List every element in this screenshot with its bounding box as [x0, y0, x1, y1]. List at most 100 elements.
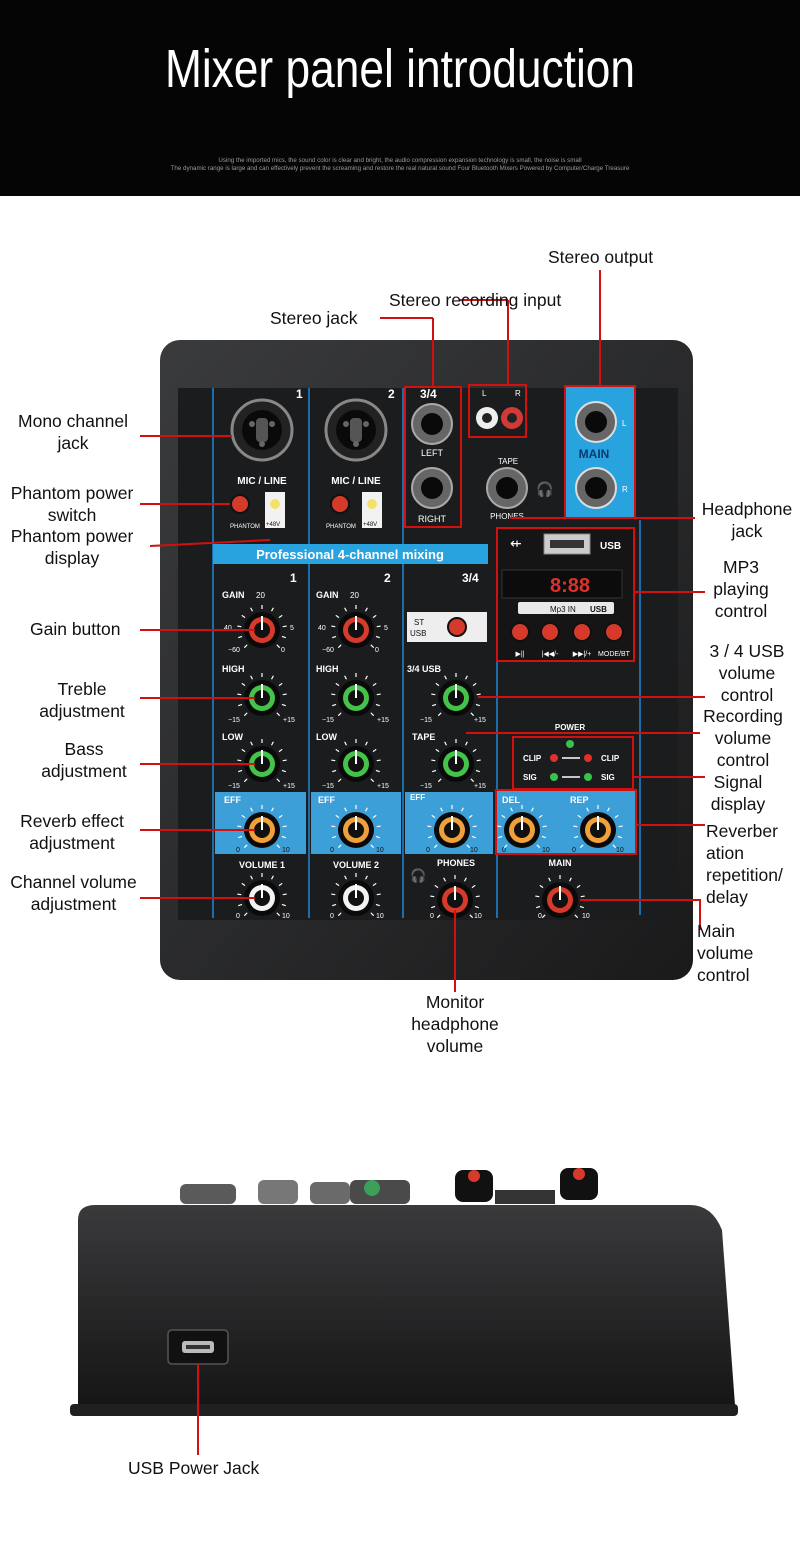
callout-mono-channel-jack: Mono channel jack — [18, 411, 128, 453]
rca-jack-left[interactable] — [476, 407, 498, 429]
xlr-jack-2[interactable] — [324, 398, 388, 462]
header-banner: Mixer panel introduction Using the impor… — [0, 0, 800, 196]
del-knob[interactable] — [497, 805, 547, 849]
mp3-next-button[interactable] — [572, 622, 592, 642]
rep-label: REP — [570, 795, 589, 805]
power-led — [566, 740, 574, 748]
low-label-2: LOW — [316, 732, 337, 742]
callout-mp3-playing-control: MP3 playing control — [713, 557, 769, 621]
rca-box — [468, 384, 527, 438]
rca-jack-right[interactable] — [501, 407, 523, 429]
phones-jack-label: PHONES — [490, 512, 524, 521]
high-tick-neg-1: −15 — [228, 717, 240, 724]
low-tick-neg-2: −15 — [322, 783, 334, 790]
del-label: DEL — [502, 795, 521, 805]
eff-tick-10-1: 10 — [282, 847, 290, 854]
phantom-label-2: PHANTOM — [326, 524, 356, 530]
channel-2-number: 2 — [388, 387, 395, 401]
play-pause-label: ▶|| — [515, 651, 524, 658]
phantom-label-1: PHANTOM — [230, 524, 260, 530]
phantom-led-1 — [265, 492, 285, 528]
strip-34-number: 3/4 — [462, 571, 479, 585]
mic-line-label-2: MIC / LINE — [331, 476, 381, 487]
volume-knob-2[interactable] — [331, 873, 381, 917]
phantom-switch-1[interactable] — [230, 494, 250, 514]
title-band — [213, 544, 488, 564]
gain-tick-0-2: 0 — [375, 647, 379, 654]
banner-subtitle-1: Using the imported mics, the sound color… — [218, 157, 582, 164]
tape-tick-neg: −15 — [420, 783, 432, 790]
mp3-prev-button[interactable] — [540, 622, 560, 642]
phones-volume-knob[interactable] — [430, 875, 480, 919]
banner-subtitle-2: The dynamic range is large and can effec… — [170, 165, 630, 172]
clip-led-right — [584, 754, 592, 762]
gain-label-2: GAIN — [316, 590, 339, 600]
xlr-jack-1[interactable] — [230, 398, 294, 462]
top-connectors — [180, 1168, 598, 1204]
vol-tick-10-1: 10 — [282, 913, 290, 920]
low-tick-pos-1: +15 — [283, 783, 295, 790]
eff-tick-0-3: 0 — [426, 847, 430, 854]
usb34-volume-knob[interactable] — [431, 673, 481, 717]
main-tick-10: 10 — [582, 913, 590, 920]
eff-send-knob[interactable] — [427, 805, 477, 849]
low-tick-pos-2: +15 — [377, 783, 389, 790]
callout-stereo-jack: Stereo jack — [270, 308, 358, 328]
high-tick-neg-2: −15 — [322, 717, 334, 724]
gain-knob-2[interactable] — [331, 605, 381, 649]
monitor-headphone-icon: 🎧 — [410, 868, 426, 883]
callout-lines — [140, 270, 705, 992]
low-knob-2[interactable] — [331, 739, 381, 783]
rear-body — [78, 1205, 736, 1412]
del-tick-10: 10 — [542, 847, 550, 854]
callout-headphone-jack: Headphone jack — [701, 499, 793, 541]
left-label: LEFT — [421, 448, 444, 458]
mp3-mode-button[interactable] — [604, 622, 624, 642]
channel-1-number: 1 — [296, 387, 303, 401]
high-label-2: HIGH — [316, 664, 339, 674]
phantom-switch-2[interactable] — [330, 494, 350, 514]
low-label-1: LOW — [222, 732, 243, 742]
callout-signal-display: Signal display — [710, 772, 766, 814]
headphone-icon: 🎧 — [536, 481, 553, 498]
callout-channel-volume-adjustment: Channel volume adjustment — [10, 872, 137, 914]
mp3-display-digits: 8:88 — [550, 575, 590, 597]
gain-tick-neg60-2: −60 — [322, 647, 334, 654]
st-usb-switch[interactable] — [447, 617, 467, 637]
callout-phantom-power-switch: Phantom power switch — [10, 483, 134, 525]
rep-knob[interactable] — [573, 805, 623, 849]
callout-recording-volume-control: Recording volume control — [703, 706, 783, 770]
channel-34-number: 3/4 — [420, 387, 437, 401]
low-knob-1[interactable] — [237, 739, 287, 783]
eff-tick-0-2: 0 — [330, 847, 334, 854]
st-label: ST — [414, 618, 424, 627]
gain-tick-20-2: 20 — [350, 591, 359, 600]
del-tick-0: 0 — [502, 847, 506, 854]
mp3-play-pause-button[interactable] — [510, 622, 530, 642]
tape-volume-knob[interactable] — [431, 739, 481, 783]
main-l-label: L — [622, 419, 627, 428]
headphone-jack[interactable] — [486, 467, 528, 509]
strip-2-number: 2 — [384, 571, 391, 585]
eff-knob-2[interactable] — [331, 805, 381, 849]
callout-stereo-recording-input: Stereo recording input — [389, 290, 562, 310]
plus48v-label-2: +48V — [363, 522, 377, 528]
main-volume-knob[interactable] — [535, 875, 585, 919]
volume-knob-1[interactable] — [237, 873, 287, 917]
gain-tick-5-2: 5 — [384, 625, 388, 632]
eff-knob-1[interactable] — [237, 805, 287, 849]
plus48v-label-1: +48V — [266, 522, 280, 528]
high-knob-1[interactable] — [237, 673, 287, 717]
phones-tick-0: 0 — [430, 913, 434, 920]
high-tick-pos-2: +15 — [377, 717, 389, 724]
stereo-jack-right[interactable] — [411, 467, 453, 509]
clip-led-left — [550, 754, 558, 762]
high-knob-2[interactable] — [331, 673, 381, 717]
gain-knob-1[interactable] — [237, 605, 287, 649]
callout-usb-power-jack: USB Power Jack — [128, 1458, 260, 1478]
main-output-right[interactable] — [575, 467, 617, 509]
main-output-left[interactable] — [575, 401, 617, 443]
stereo-jack-left[interactable] — [411, 403, 453, 445]
usb-power-jack[interactable] — [167, 1329, 229, 1365]
main-knob-label: MAIN — [549, 858, 572, 868]
